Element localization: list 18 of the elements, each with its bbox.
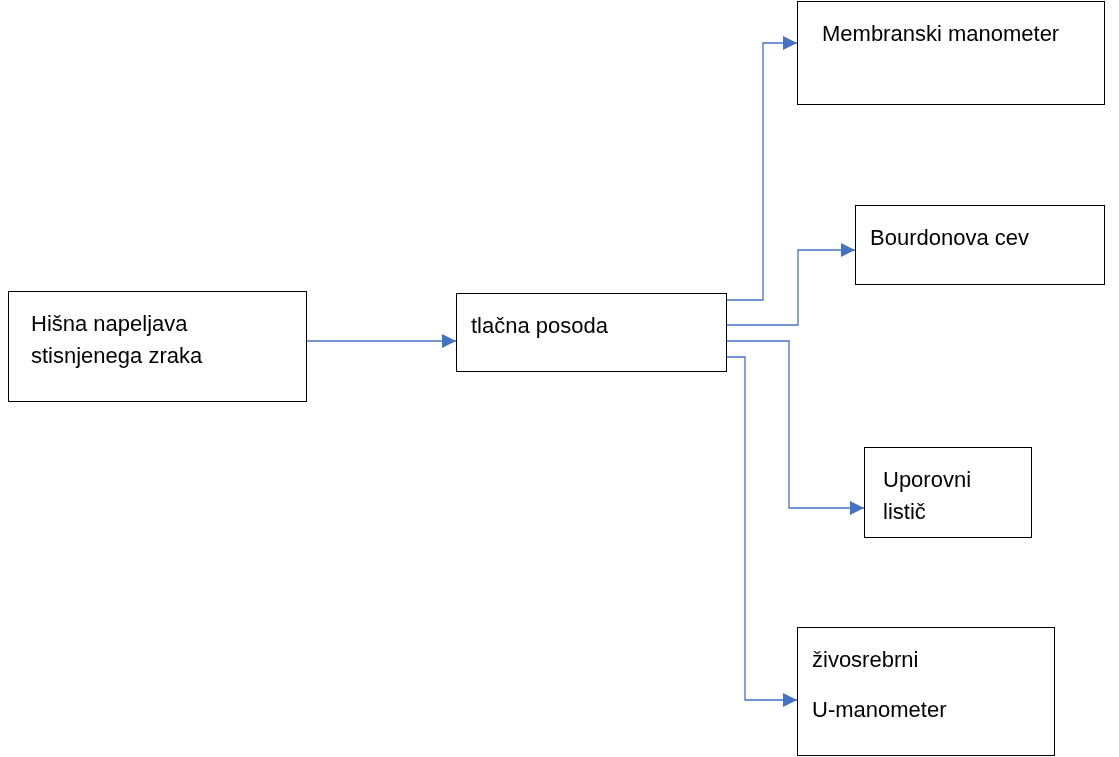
- node-label: Hišna napeljava stisnjenega zraka: [31, 310, 204, 370]
- node-label: živosrebrni: [812, 646, 920, 674]
- arrow: [306, 334, 457, 348]
- arrow: [726, 36, 798, 301]
- node-label: tlačna posoda: [471, 312, 609, 340]
- node-label: Membranski manometer: [822, 20, 1061, 48]
- arrow: [726, 243, 856, 326]
- process-box: [797, 1, 1105, 105]
- process-box: [8, 291, 307, 402]
- process-box: [864, 447, 1032, 538]
- process-box: [797, 627, 1055, 756]
- process-box: [456, 293, 727, 372]
- arrow: [726, 340, 865, 515]
- arrow: [726, 356, 798, 707]
- node-label: Uporovni listič: [883, 466, 973, 526]
- node-label: U-manometer: [812, 695, 948, 724]
- process-box: [855, 205, 1105, 285]
- node-label: Bourdonova cev: [870, 224, 1030, 252]
